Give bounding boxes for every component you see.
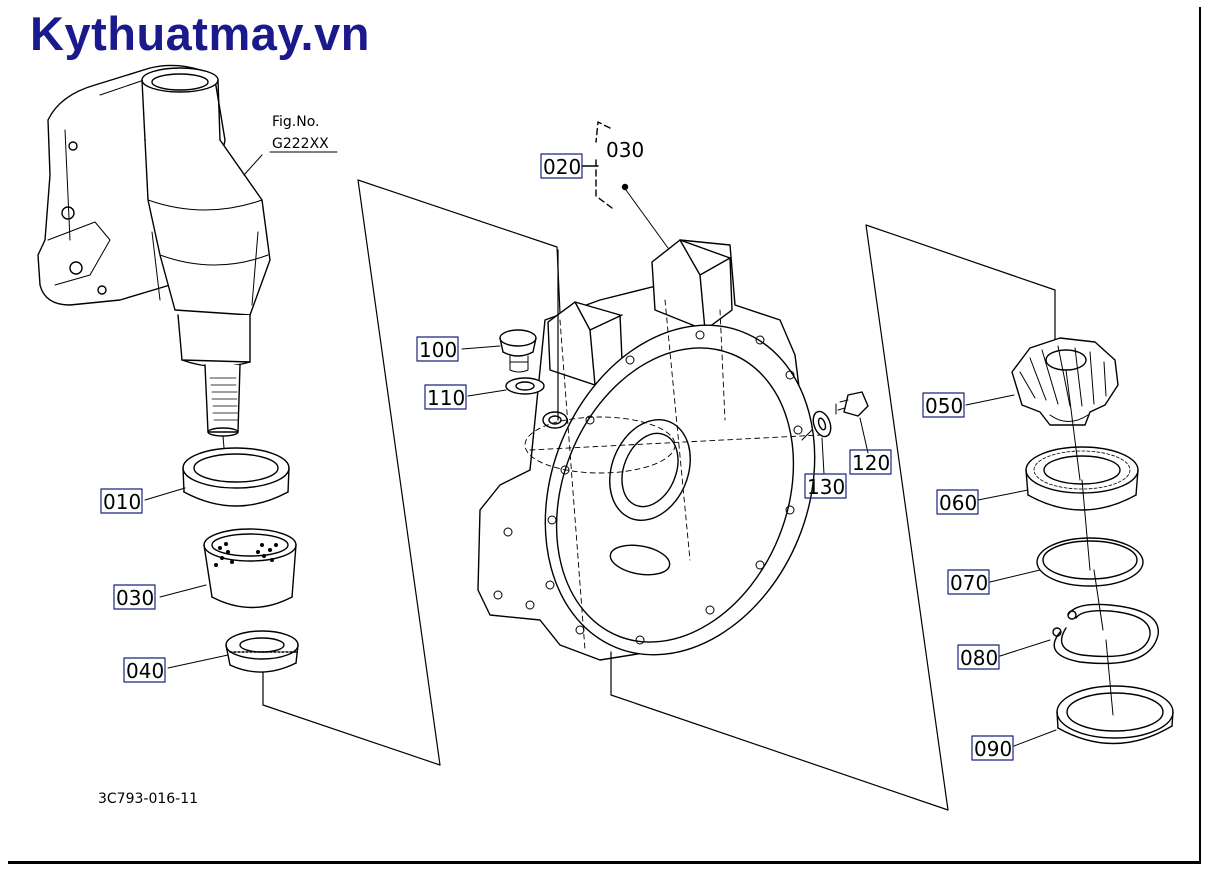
part-120-bolt — [835, 391, 869, 454]
drawing-frame — [8, 7, 1201, 864]
callout-040[interactable]: 040 — [123, 657, 166, 683]
callout-030[interactable]: 030 — [113, 584, 156, 610]
callout-050[interactable]: 050 — [922, 392, 965, 418]
svg-text:090: 090 — [974, 737, 1012, 761]
svg-text:130: 130 — [807, 475, 845, 499]
callout-110[interactable]: 110 — [424, 384, 467, 410]
callout-010[interactable]: 010 — [100, 488, 143, 514]
part-040-thrust-bearing — [225, 630, 299, 673]
svg-text:020: 020 — [543, 155, 581, 179]
callout-080[interactable]: 080 — [957, 644, 1000, 670]
callout-130[interactable]: 130 — [804, 473, 847, 499]
callout-090[interactable]: 090 — [971, 735, 1014, 761]
part-010-oil-seal — [182, 447, 290, 507]
brand-watermark: Kythuatmay.vn — [30, 7, 370, 60]
svg-text:050: 050 — [925, 394, 963, 418]
figure-ref: Fig.No. G222XX — [269, 114, 338, 153]
fig-no-label: Fig.No. — [272, 114, 320, 130]
part-110-washer — [467, 377, 545, 397]
group-bracket — [581, 121, 669, 249]
part-060-ball-bearing — [1025, 446, 1139, 511]
drawing-code: 3C793-016-11 — [98, 791, 198, 807]
callout-120[interactable]: 120 — [849, 449, 892, 475]
svg-text:060: 060 — [939, 491, 977, 515]
callout-020[interactable]: 020 — [540, 153, 583, 179]
svg-text:010: 010 — [103, 490, 141, 514]
callout-070[interactable]: 070 — [947, 569, 990, 595]
part-080-snap-ring — [1052, 603, 1159, 665]
part-130-washer — [812, 410, 832, 475]
gear-case-housing — [477, 239, 821, 661]
fig-code-label[interactable]: G222XX — [272, 136, 329, 152]
upper-housing-shaft — [37, 64, 271, 461]
group-label: 030 — [606, 138, 644, 162]
part-100-plug — [461, 329, 537, 373]
callout-060[interactable]: 060 — [936, 489, 979, 515]
svg-text:100: 100 — [419, 338, 457, 362]
part-030-needle-bearing — [203, 528, 297, 609]
svg-text:070: 070 — [950, 571, 988, 595]
part-070-shim-ring — [1036, 537, 1144, 587]
svg-text:040: 040 — [126, 659, 164, 683]
svg-text:030: 030 — [116, 586, 154, 610]
svg-text:110: 110 — [427, 386, 465, 410]
callout-100[interactable]: 100 — [416, 336, 459, 362]
part-050-bevel-gear — [1011, 337, 1119, 426]
part-090-seal-ring — [1056, 685, 1174, 745]
svg-text:120: 120 — [852, 451, 890, 475]
svg-text:080: 080 — [960, 646, 998, 670]
